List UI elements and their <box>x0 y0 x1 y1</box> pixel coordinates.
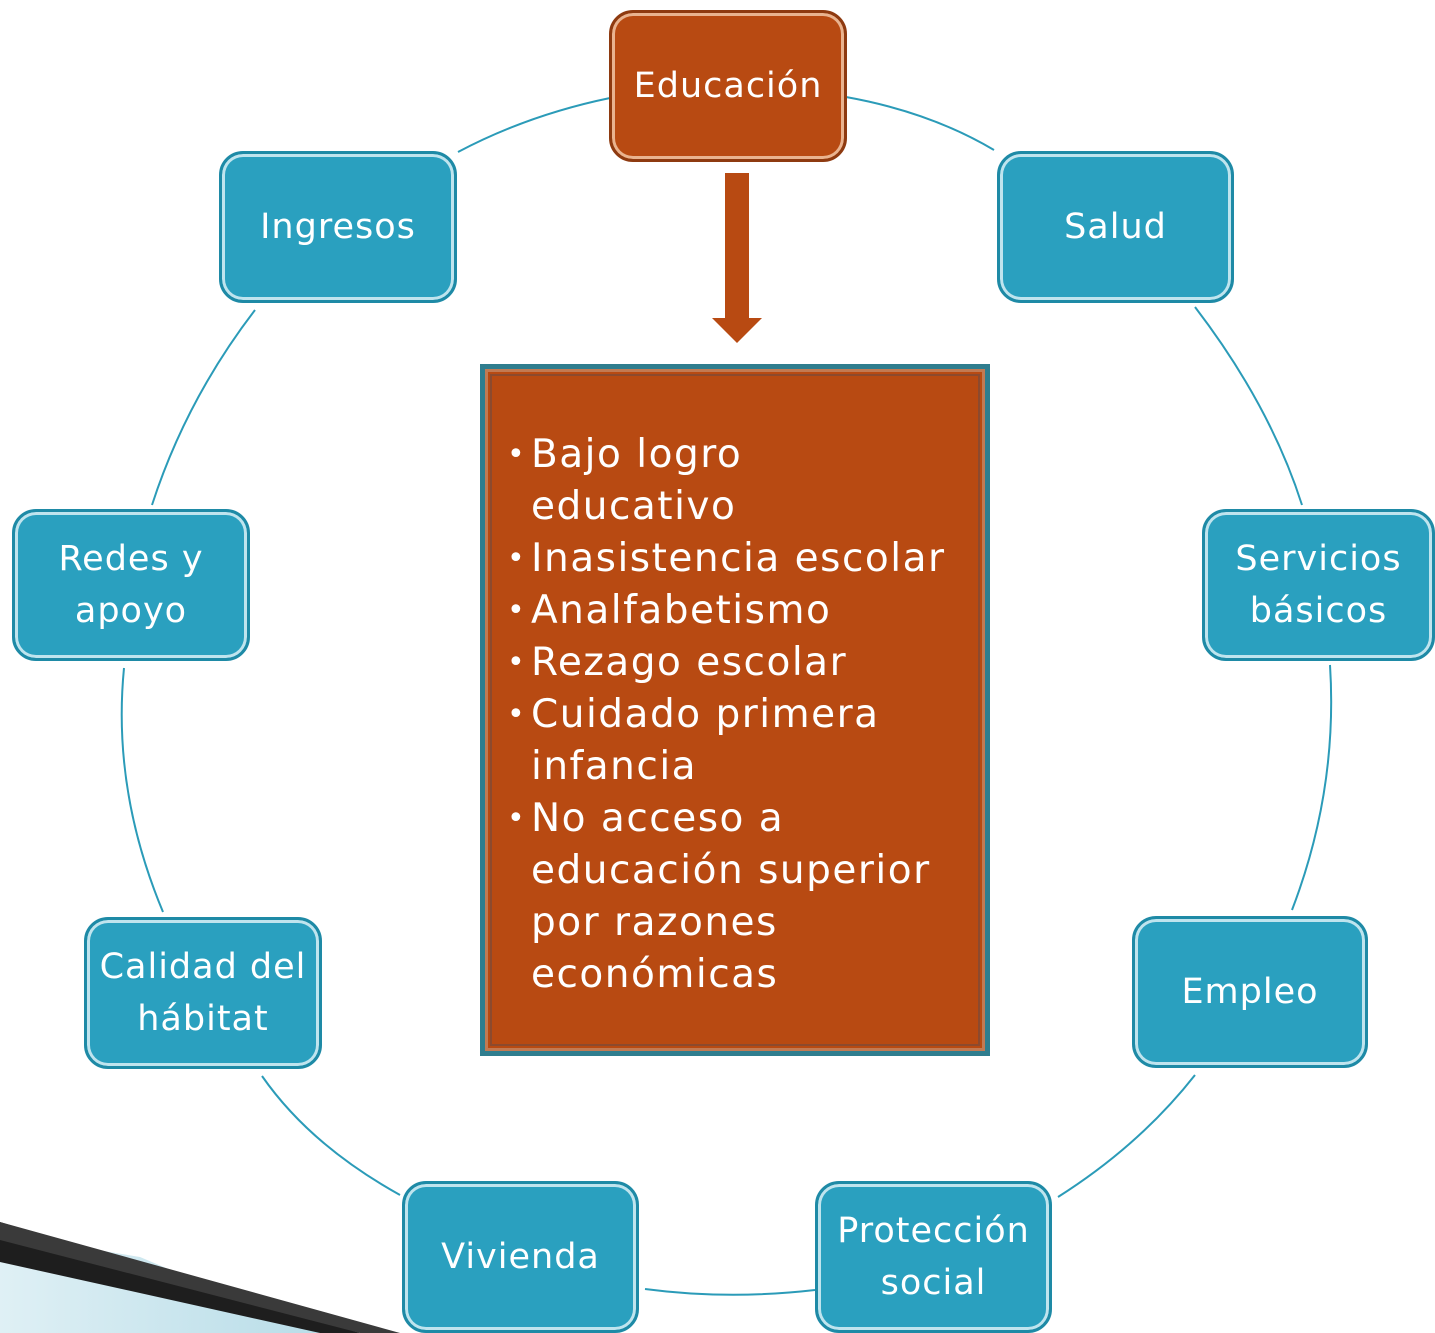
node-redes-apoyo-label: Redes y apoyo <box>58 539 204 631</box>
down-arrow-icon <box>712 173 762 343</box>
node-proteccion-social-label: Protección social <box>837 1211 1030 1303</box>
node-salud-label: Salud <box>1064 207 1167 247</box>
connector-ingresos-educacion <box>457 97 611 153</box>
node-redes-apoyo: Redes y apoyo <box>12 509 250 661</box>
connector-vivienda-habitat <box>261 1075 401 1196</box>
node-educacion-label: Educación <box>633 66 823 106</box>
connector-habitat-redes <box>120 667 164 913</box>
node-calidad-habitat: Calidad del hábitat <box>84 917 322 1069</box>
connector-servicios-empleo <box>1291 664 1333 911</box>
node-proteccion-social: Protección social <box>815 1181 1052 1333</box>
indicator-item: Rezago escolar <box>507 637 955 689</box>
connector-educacion-salud <box>845 96 995 151</box>
node-vivienda: Vivienda <box>402 1181 639 1333</box>
node-empleo: Empleo <box>1132 916 1368 1068</box>
connector-empleo-proteccion <box>1057 1074 1196 1198</box>
connector-redes-ingresos <box>151 309 256 506</box>
indicator-item: No acceso a educación superior por razon… <box>507 793 955 1001</box>
educacion-detail-box: Bajo logro educativo Inasistencia escola… <box>480 364 990 1056</box>
indicator-item: Inasistencia escolar <box>507 533 955 585</box>
node-empleo-label: Empleo <box>1181 972 1319 1012</box>
corner-stripe-decoration <box>0 1222 400 1333</box>
node-vivienda-label: Vivienda <box>441 1237 600 1277</box>
educacion-indicator-list: Bajo logro educativo Inasistencia escola… <box>485 369 985 1001</box>
indicator-item: Analfabetismo <box>507 585 955 637</box>
node-calidad-habitat-label: Calidad del hábitat <box>99 947 307 1039</box>
indicator-item: Bajo logro educativo <box>507 429 955 533</box>
node-salud: Salud <box>997 151 1234 303</box>
node-ingresos: Ingresos <box>219 151 457 303</box>
node-educacion: Educación <box>609 10 847 162</box>
node-servicios-basicos: Servicios básicos <box>1202 509 1435 661</box>
node-servicios-basicos-label: Servicios básicos <box>1235 539 1402 631</box>
indicator-item: Cuidado primera infancia <box>507 689 955 793</box>
connector-salud-servicios <box>1194 306 1303 506</box>
node-ingresos-label: Ingresos <box>260 207 416 247</box>
connector-proteccion-vivienda <box>644 1288 816 1296</box>
